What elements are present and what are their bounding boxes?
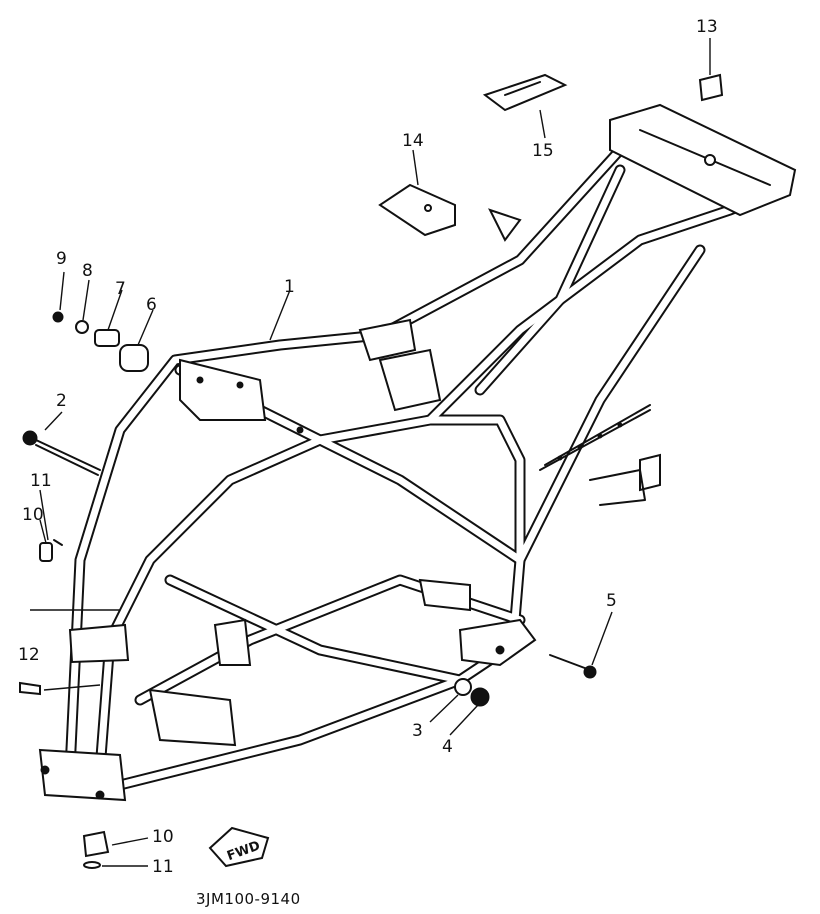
part-3-washer	[454, 678, 472, 696]
callout-9: 9	[56, 249, 67, 269]
callout-1: 1	[284, 277, 295, 297]
part-14-cover	[378, 183, 456, 237]
callout-6: 6	[146, 295, 157, 315]
callout-13: 13	[696, 17, 718, 37]
drawing-code: 3JM100-9140	[196, 890, 301, 908]
part-15-plate	[482, 73, 568, 112]
part-8-washer	[75, 320, 89, 334]
part-11-lower	[83, 861, 101, 869]
callout-10-lower: 10	[152, 827, 174, 847]
callout-10-upper: 10	[22, 505, 44, 525]
fwd-arrow-tag: FWD	[208, 826, 270, 868]
part-7-collar	[94, 329, 120, 347]
part-6-damper	[119, 344, 149, 372]
callout-15: 15	[532, 141, 554, 161]
part-2-bolt-head	[22, 430, 38, 446]
main-frame	[38, 103, 797, 802]
callout-2: 2	[56, 391, 67, 411]
part-5-bolt-head	[583, 665, 597, 679]
callout-3: 3	[412, 721, 423, 741]
callout-11-upper: 11	[30, 471, 52, 491]
loose-parts: FWD	[19, 73, 724, 869]
part-10-upper	[39, 542, 53, 562]
callouts: 13 15 14 1 9 8 7 6 2 11 10 12 3 4 5 10 1…	[18, 17, 718, 877]
callout-5: 5	[606, 591, 617, 611]
callout-8: 8	[82, 261, 93, 281]
callout-12: 12	[18, 645, 40, 665]
callout-11-lower: 11	[152, 857, 174, 877]
part-9-bolt	[52, 311, 64, 323]
part-4-nut	[470, 687, 490, 707]
part-13-damper	[698, 73, 724, 102]
callout-14: 14	[402, 131, 424, 151]
callout-4: 4	[442, 737, 453, 757]
part-12-fitting	[19, 681, 41, 696]
callout-7: 7	[115, 279, 126, 299]
leader-lines	[30, 38, 711, 867]
part-10-lower	[82, 830, 110, 858]
